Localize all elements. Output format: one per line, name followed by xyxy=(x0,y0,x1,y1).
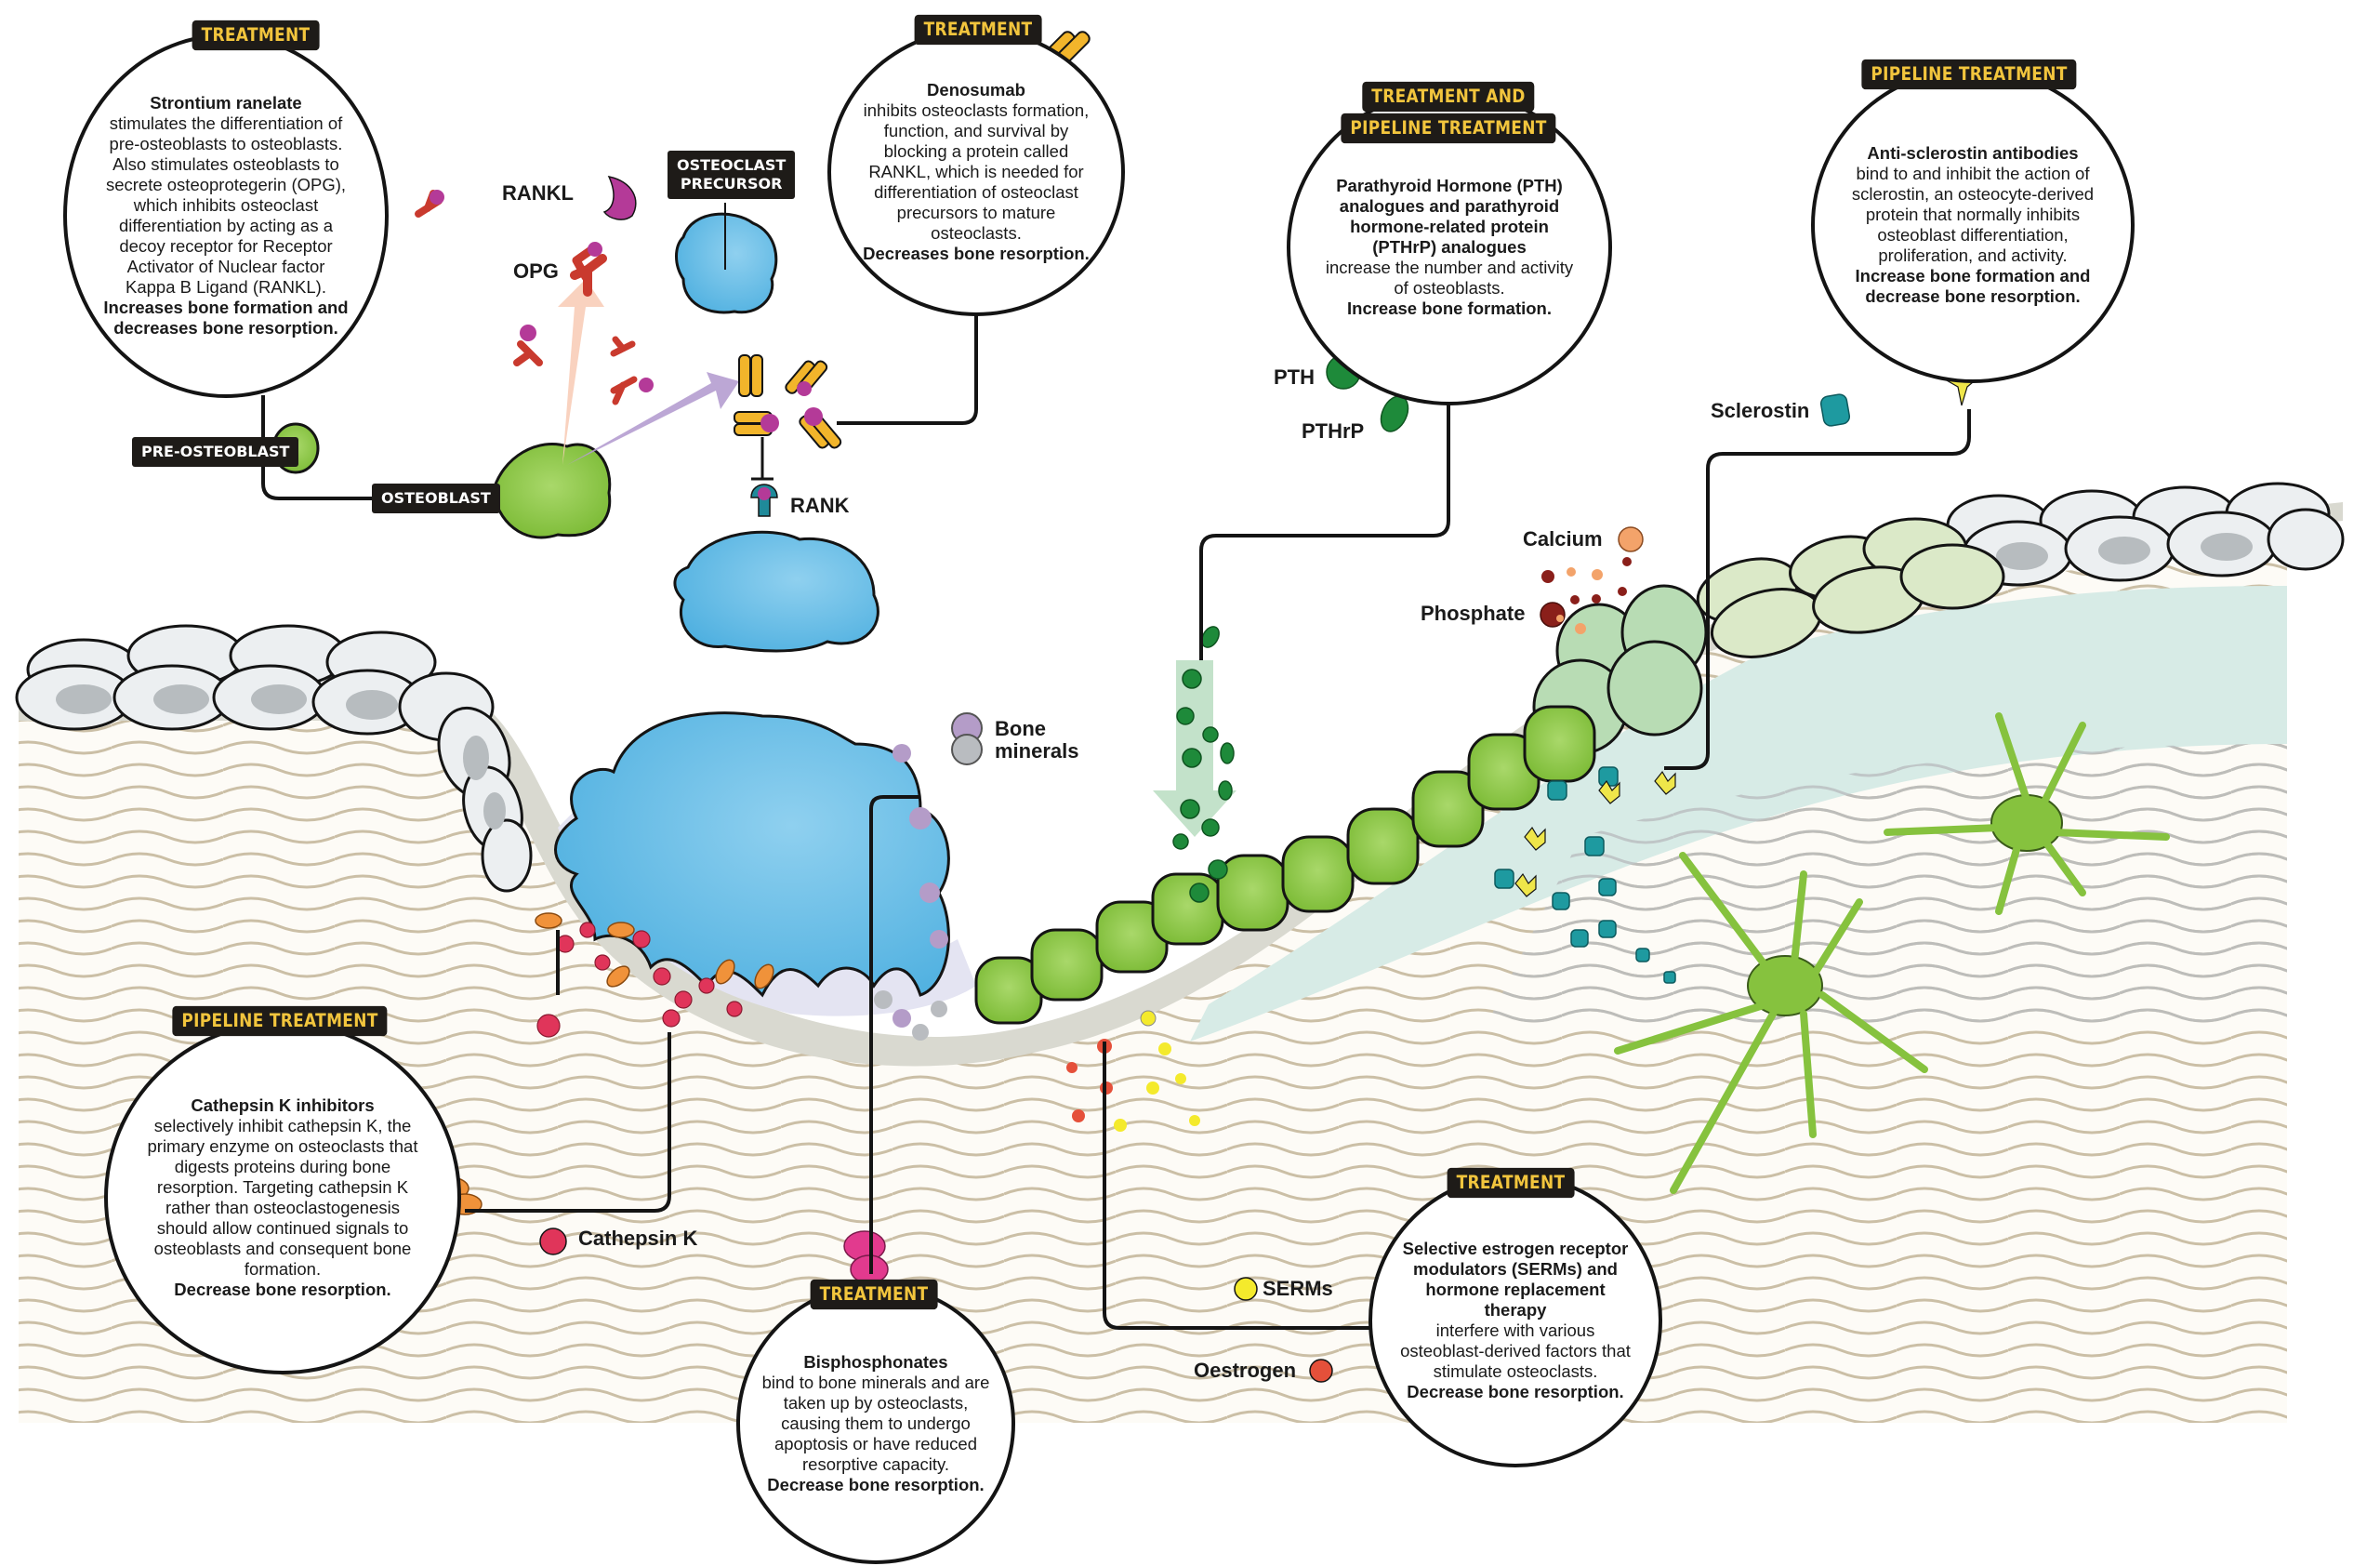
bone-minerals xyxy=(874,712,983,1041)
treatment-conclusion: Decrease bone resorption. xyxy=(174,1280,391,1299)
treatment-card-strontium: Strontium ranelate stimulates the differ… xyxy=(63,33,389,398)
treatment-description: stimulates the differentiation of pre-os… xyxy=(105,113,347,297)
osteoclast-precursor xyxy=(675,212,778,314)
osteoblast-row xyxy=(974,705,1596,1025)
connector-lines xyxy=(261,307,1971,1330)
mineralizing-osteoblasts xyxy=(1532,584,1708,755)
treatment-description: interfere with various osteoblast-derive… xyxy=(1400,1320,1631,1381)
osteoclast-precursor-label: OSTEOCLAST PRECURSOR xyxy=(668,151,796,199)
osteoclast-precursor-line2: PRECURSOR xyxy=(680,175,783,192)
phosphate-label: Phosphate xyxy=(1421,602,1526,625)
opg-icon xyxy=(570,254,607,297)
oestrogen-label: Oestrogen xyxy=(1194,1359,1297,1382)
treatment-tag: PIPELINE TREATMENT xyxy=(172,1005,388,1037)
serm-oestrogen-particles xyxy=(539,1010,1333,1383)
treatment-title: Denosumab xyxy=(927,80,1025,100)
treatment-tag: TREATMENT xyxy=(914,14,1042,46)
opg-label: OPG xyxy=(513,259,559,283)
osteocytes xyxy=(1747,794,2063,1016)
lining-cells-right xyxy=(1946,482,2345,587)
osteoclast-rank xyxy=(673,530,879,653)
treatment-title: Selective estrogen receptor modulators (… xyxy=(1402,1239,1629,1320)
calcium-label: Calcium xyxy=(1523,527,1603,551)
treatment-card-cathepsin: Cathepsin K inhibitors selectively inhib… xyxy=(104,1021,461,1374)
bone-lining-transition xyxy=(1696,517,2005,658)
osteoblast-label: OSTEOBLAST xyxy=(372,484,500,513)
bone-minerals-line2: minerals xyxy=(995,739,1079,763)
treatment-tag: TREATMENT xyxy=(810,1279,938,1310)
osteoblast-cell xyxy=(491,442,612,539)
treatment-conclusion: Decrease bone resorption. xyxy=(1407,1382,1624,1401)
treatment-title: Bisphosphonates xyxy=(803,1352,948,1372)
bone-minerals-label: Bone minerals xyxy=(995,718,1079,763)
treatment-tag-secondary: PIPELINE TREATMENT xyxy=(1341,113,1556,144)
treatment-title: Cathepsin K inhibitors xyxy=(191,1095,375,1115)
treatment-tag: TREATMENT xyxy=(192,20,320,51)
cathepsin-k-label: Cathepsin K xyxy=(578,1227,698,1250)
treatment-description: bind to bone minerals and are taken up b… xyxy=(761,1373,990,1474)
treatment-description: increase the number and activity of oste… xyxy=(1325,258,1574,298)
treatment-conclusion: Decreases bone resorption. xyxy=(863,244,1090,263)
pthrp-label: PTHrP xyxy=(1302,419,1365,443)
rankl-label: RANKL xyxy=(502,181,574,205)
treatment-card-antisclerostin: Anti-sclerostin antibodies bind to and i… xyxy=(1811,67,2135,383)
serms-label: SERMs xyxy=(1263,1277,1333,1300)
treatment-tag: TREATMENT xyxy=(1447,1167,1575,1199)
osteoclast-precursor-line1: OSTEOCLAST xyxy=(677,156,787,174)
treatment-card-serms: Selective estrogen receptor modulators (… xyxy=(1368,1174,1662,1467)
pre-osteoblast-label: PRE-OSTEOBLAST xyxy=(132,437,299,467)
rankl-icon xyxy=(602,175,637,220)
treatment-conclusion: Increases bone formation and decreases b… xyxy=(103,298,349,338)
sclerostin-label: Sclerostin xyxy=(1711,399,1810,422)
bone-minerals-line1: Bone xyxy=(995,717,1046,740)
treatment-description: inhibits osteoclasts formation, function… xyxy=(863,100,1090,243)
treatment-card-denosumab: Denosumab inhibits osteoclasts formation… xyxy=(827,28,1125,316)
opg-secretion-arrow xyxy=(558,279,604,465)
sclerostin-molecules xyxy=(1494,393,1851,984)
treatment-conclusion: Increase bone formation. xyxy=(1347,299,1552,318)
opg-rankl-complexes xyxy=(415,190,654,405)
treatment-conclusion: Increase bone formation and decrease bon… xyxy=(1855,266,2091,306)
treatment-title: Strontium ranelate xyxy=(150,93,302,113)
treatment-conclusion: Decrease bone resorption. xyxy=(767,1475,985,1494)
treatment-tag: PIPELINE TREATMENT xyxy=(1861,59,2077,90)
rankl-secretion-arrow xyxy=(567,372,739,465)
treatment-title: Parathyroid Hormone (PTH) analogues and … xyxy=(1336,176,1563,257)
cathepsin-k-molecules xyxy=(536,922,743,1038)
treatment-tag: TREATMENT AND xyxy=(1362,81,1535,113)
pth-label: PTH xyxy=(1274,365,1315,389)
calcium-phosphate-particles xyxy=(1540,526,1644,634)
rank-label: RANK xyxy=(790,494,850,517)
treatment-title: Anti-sclerostin antibodies xyxy=(1867,143,2079,163)
treatment-card-bisphosphonates: Bisphosphonates bind to bone minerals an… xyxy=(736,1283,1015,1564)
treatment-description: selectively inhibit cathepsin K, the pri… xyxy=(147,1116,418,1279)
treatment-description: bind to and inhibit the action of sclero… xyxy=(1851,164,2095,265)
